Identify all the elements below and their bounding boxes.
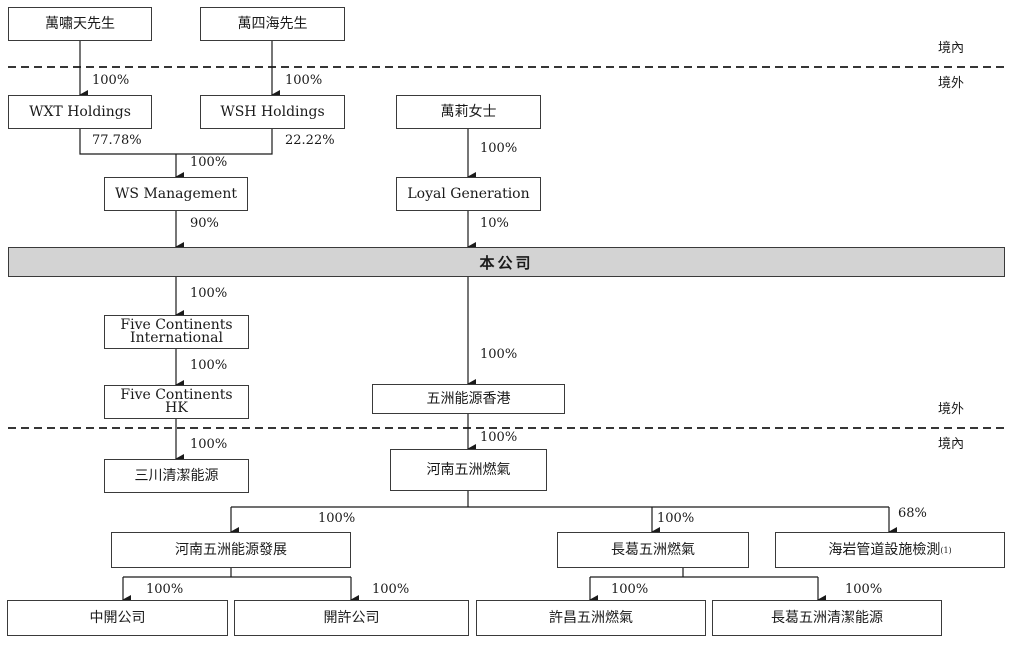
footnote-marker: (1)	[940, 545, 952, 555]
pct-company-to-wuzhou-hk: 100%	[480, 347, 518, 362]
entity-henan-wuzhou-energy-development: 河南五洲能源發展	[111, 532, 351, 568]
entity-sanchuan-clean-energy: 三川清潔能源	[104, 459, 249, 493]
entity-five-continents-hk: Five Continents HK	[104, 385, 249, 419]
shareholder-wan-li: 萬莉女士	[396, 95, 541, 129]
entity-changge-wuzhou-clean-energy: 長葛五洲清潔能源	[712, 600, 942, 636]
entity-wsh-holdings: WSH Holdings	[200, 95, 345, 129]
pct-wxt-to-ws: 77.78%	[92, 133, 142, 148]
shareholder-wan-sihai: 萬四海先生	[200, 7, 345, 41]
entity-wxt-holdings: WXT Holdings	[8, 95, 152, 129]
entity-wuzhou-energy-hk: 五洲能源香港	[372, 384, 565, 414]
pct-changge-to-xuchang: 100%	[611, 582, 649, 597]
pct-fci-to-fchk: 100%	[190, 358, 228, 373]
pct-loyal-to-company: 10%	[480, 216, 509, 231]
pct-ws-to-company: 90%	[190, 216, 219, 231]
pct-wan-li-to-loyal: 100%	[480, 141, 518, 156]
zone-label-overseas-top: 境外	[938, 76, 965, 91]
pct-dev-to-kaixu: 100%	[372, 582, 410, 597]
entity-haiyan-label: 海岩管道設施檢測	[828, 541, 941, 558]
pct-holdings-to-ws: 100%	[190, 155, 228, 170]
pct-changge-to-clean: 100%	[845, 582, 883, 597]
zone-label-domestic-top: 境內	[938, 41, 965, 56]
entity-changge-wuzhou-gas: 長葛五洲燃氣	[557, 532, 749, 568]
entity-five-continents-international: Five Continents International	[104, 315, 249, 349]
company-bar: 本公司	[8, 247, 1005, 277]
zone-label-overseas-middle: 境外	[938, 402, 965, 417]
shareholder-wan-xiaotian: 萬嘯天先生	[8, 7, 152, 41]
entity-ws-management: WS Management	[104, 177, 248, 211]
entity-zhongkai-company: 中開公司	[7, 600, 228, 636]
entity-haiyan-pipeline-inspection: 海岩管道設施檢測(1)	[775, 532, 1005, 568]
pct-dev-to-zhongkai: 100%	[146, 582, 184, 597]
entity-xuchang-wuzhou-gas: 許昌五洲燃氣	[476, 600, 706, 636]
pct-wsh-to-ws: 22.22%	[285, 133, 335, 148]
entity-loyal-generation: Loyal Generation	[396, 177, 541, 211]
pct-wuzhou-hk-to-henan-gas: 100%	[480, 430, 518, 445]
pct-henan-gas-to-changge: 100%	[657, 511, 695, 526]
zone-label-domestic-middle: 境內	[938, 437, 965, 452]
pct-wan-xiaotian-to-wxt: 100%	[92, 73, 130, 88]
pct-company-to-fci: 100%	[190, 286, 228, 301]
pct-henan-gas-to-dev: 100%	[318, 511, 356, 526]
entity-kaixu-company: 開許公司	[234, 600, 469, 636]
pct-wan-sihai-to-wsh: 100%	[285, 73, 323, 88]
entity-henan-wuzhou-gas: 河南五洲燃氣	[390, 449, 547, 491]
pct-fchk-to-sanchuan: 100%	[190, 437, 228, 452]
pct-henan-gas-to-haiyan: 68%	[898, 506, 927, 521]
